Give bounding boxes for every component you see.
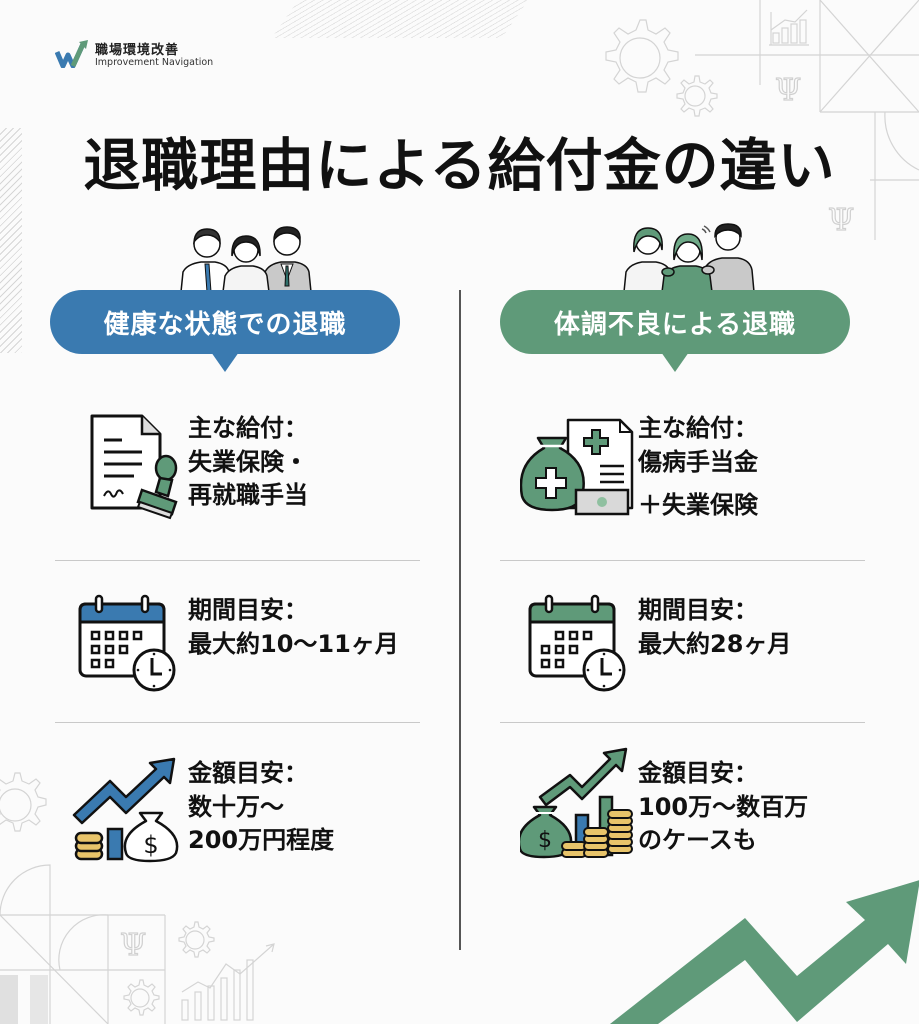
gear-icon — [605, 19, 679, 93]
benefit-type-item: 主な給付： 傷病手当金 ＋失業保険 — [519, 410, 890, 523]
benefit-type-item: 主な給付： 失業保険・ 再就職手当 — [70, 410, 440, 520]
benefit-type-label: 主な給付： — [188, 414, 308, 442]
benefit-type-value: 傷病手当金 — [638, 447, 758, 476]
illness-resignation-column: 体調不良による退職 主な給付： 傷病手当金 ＋失業保険 — [470, 220, 900, 960]
gear-icon — [676, 75, 718, 117]
period-label: 期間目安： — [188, 596, 308, 624]
decorative-background-top-right: Ψ Ψ — [585, 0, 919, 240]
rising-trend-arrow-icon — [610, 860, 919, 1024]
calendar-clock-icon — [520, 592, 638, 702]
document-with-stamp-icon — [70, 410, 188, 520]
decorative-stripes — [0, 128, 22, 353]
amount-value: 数十万〜 — [188, 792, 284, 821]
section-divider — [55, 560, 420, 561]
healthy-resignation-heading: 健康な状態での退職 — [50, 290, 400, 372]
benefit-type-value: ＋失業保険 — [638, 491, 758, 520]
svg-text:$: $ — [143, 831, 158, 859]
svg-text:Ψ: Ψ — [120, 928, 146, 963]
section-divider — [500, 560, 865, 561]
period-value: 最大約10〜11ヶ月 — [188, 629, 399, 658]
decorative-background-bottom-left: Ψ — [0, 760, 290, 1024]
rising-chart-coins-moneybag-icon: $ — [517, 745, 638, 859]
brand-name-en: Improvement Navigation — [95, 56, 214, 68]
section-divider — [55, 722, 420, 723]
brand-name-jp: 職場環境改善 — [95, 42, 180, 58]
rising-chart-moneybag-icon: $ — [70, 755, 188, 865]
page-title: 退職理由による給付金の違い — [83, 133, 836, 199]
gear-icon — [0, 772, 47, 832]
gear-icon — [178, 921, 215, 958]
period-label: 期間目安： — [638, 596, 758, 624]
three-office-workers-icon — [175, 220, 315, 293]
svg-text:$: $ — [538, 828, 552, 853]
section-divider — [500, 722, 865, 723]
amount-value: 100万〜数百万 — [638, 792, 809, 821]
amount-label: 金額目安： — [188, 759, 308, 787]
period-item: 期間目安： 最大約10〜11ヶ月 — [70, 592, 440, 702]
amount-value: のケースも — [638, 826, 757, 855]
period-item: 期間目安： 最大約28ヶ月 — [520, 592, 890, 702]
period-value: 最大約28ヶ月 — [638, 629, 792, 658]
amount-value: 200万円程度 — [188, 826, 335, 855]
svg-text:Ψ: Ψ — [828, 203, 854, 238]
benefit-type-value: 失業保険・ — [188, 447, 308, 476]
amount-item: $ 金額目安： 100万〜数百万 のケースも — [517, 745, 890, 859]
healthy-resignation-column: 健康な状態での退職 主な給付： 失業保険・ 再就職手当 — [30, 220, 460, 960]
column-divider — [459, 290, 461, 950]
benefit-type-label: 主な給付： — [638, 414, 758, 442]
calendar-clock-icon — [70, 592, 188, 702]
amount-label: 金額目安： — [638, 759, 758, 787]
rising-w-arrow-icon — [54, 40, 89, 72]
svg-text:Ψ: Ψ — [775, 73, 801, 108]
illness-resignation-heading: 体調不良による退職 — [500, 290, 850, 372]
decorative-stripes — [271, 0, 529, 38]
medical-moneybag-document-icon — [519, 410, 638, 520]
brand-logo: 職場環境改善 Improvement Navigation — [54, 40, 214, 72]
benefit-type-value: 再就職手当 — [188, 481, 308, 510]
amount-item: $ 金額目安： 数十万〜 200万円程度 — [70, 755, 440, 865]
gear-icon — [123, 979, 160, 1016]
colleagues-supporting-sick-worker-icon — [620, 220, 760, 293]
